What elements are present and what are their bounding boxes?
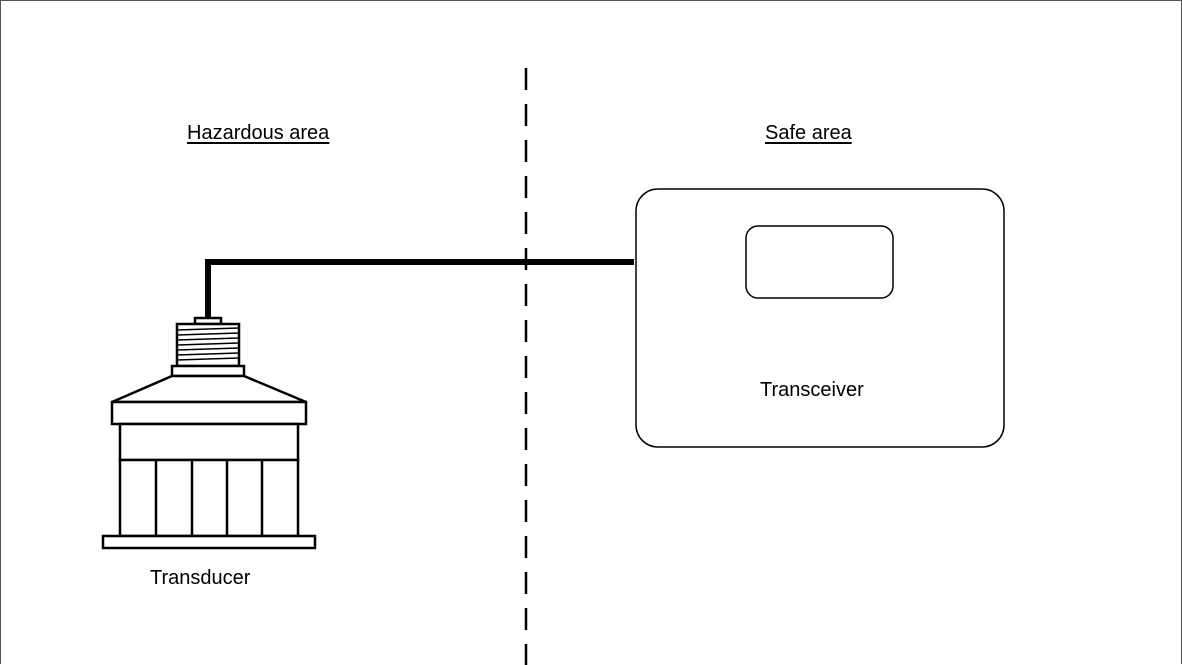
- transducer-ribs: [154, 460, 264, 536]
- transducer-label: Transducer: [150, 567, 251, 589]
- transducer-ribbed-body: [118, 458, 300, 538]
- transducer-unit: [101, 316, 317, 550]
- transducer-base-plate: [101, 534, 317, 550]
- transducer-flange: [110, 400, 308, 426]
- transducer-thread-lines: [176, 327, 240, 361]
- transducer-shoulder: [111, 374, 307, 404]
- transducer-collar: [170, 364, 246, 378]
- safe-area-label: Safe area: [765, 122, 852, 144]
- signal-cable: [205, 259, 634, 320]
- transceiver-label: Transceiver: [760, 379, 864, 401]
- transceiver-unit: [635, 188, 1005, 448]
- hazardous-area-label: Hazardous area: [187, 122, 330, 144]
- transceiver-housing: [635, 188, 1005, 448]
- transducer-upper-body: [118, 422, 300, 462]
- transceiver-display-window: [745, 225, 894, 299]
